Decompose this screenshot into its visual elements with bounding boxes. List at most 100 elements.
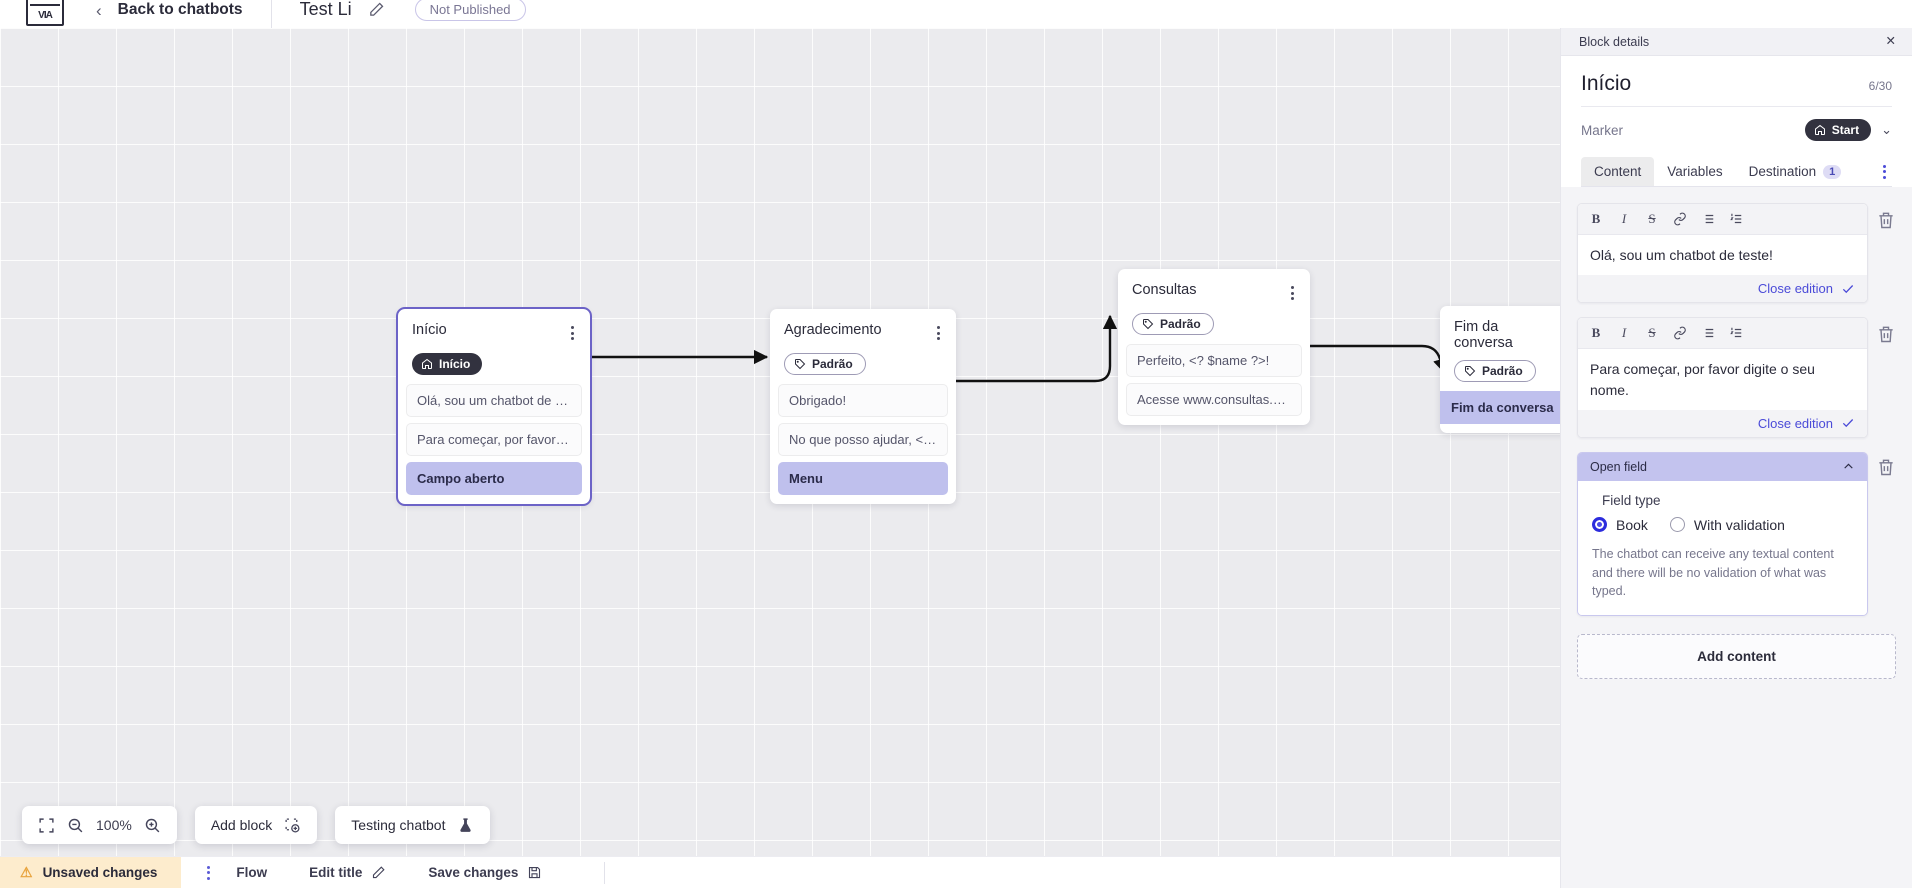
radio-book-icon[interactable] — [1592, 517, 1607, 533]
testing-chatbot-label: Testing chatbot — [351, 817, 446, 833]
tab-content[interactable]: Content — [1581, 157, 1655, 186]
editor-text[interactable]: Olá, sou um chatbot de teste! — [1578, 235, 1867, 276]
add-block-button[interactable]: Add block — [194, 806, 318, 844]
strikethrough-icon[interactable]: S — [1648, 325, 1656, 341]
close-icon[interactable]: ✕ — [1885, 34, 1896, 49]
close-edition-button[interactable]: Close edition — [1757, 281, 1833, 297]
status-bar: ⚠ Unsaved changes Flow Edit title Save c… — [0, 856, 1560, 888]
node-row[interactable]: Para começar, por favor digite o ... — [406, 423, 582, 456]
statusbar-menu-icon[interactable] — [207, 865, 211, 880]
node-badges: Padrão — [1440, 351, 1560, 391]
chevron-up-icon[interactable] — [1842, 460, 1855, 473]
bold-icon[interactable]: B — [1591, 325, 1601, 341]
node-row[interactable]: Perfeito, <? $name ?>! — [1126, 344, 1302, 377]
node-row[interactable]: No que posso ajudar, <? $name ... — [778, 423, 948, 456]
tag-icon — [1143, 319, 1154, 330]
bullet-list-icon[interactable] — [1694, 322, 1722, 344]
add-block-label: Add block — [210, 817, 273, 833]
tag-icon — [1465, 366, 1476, 377]
node-menu-icon[interactable] — [569, 322, 576, 344]
testing-chatbot-button[interactable]: Testing chatbot — [335, 806, 491, 844]
header-divider — [270, 0, 272, 28]
node-row[interactable]: Obrigado! — [778, 384, 948, 417]
node-badges: Início — [398, 344, 590, 384]
block-title-row: Início 6/30 — [1581, 56, 1892, 107]
zoom-in-icon[interactable] — [144, 817, 161, 834]
node-row[interactable]: Menu — [778, 462, 948, 495]
close-edition-button[interactable]: Close edition — [1757, 415, 1833, 431]
rich-text-editor[interactable]: B I S Para começar, por favor digite o s… — [1577, 317, 1868, 438]
via-logo-icon[interactable]: VIA — [26, 0, 64, 26]
open-field-header[interactable]: Open field — [1578, 452, 1867, 481]
italic-icon[interactable]: I — [1621, 325, 1627, 341]
back-to-chatbots-label: Back to chatbots — [117, 1, 243, 18]
node-menu-icon[interactable] — [1289, 282, 1296, 304]
node-header: Agradecimento — [770, 309, 956, 344]
rich-text-editor[interactable]: B I S Olá, sou um chatbot de teste! Clos… — [1577, 203, 1868, 304]
content-block: B I S Para começar, por favor digite o s… — [1577, 317, 1896, 438]
flow-node-consultas[interactable]: Consultas Padrão Perfeito, <? $name ?>! … — [1118, 269, 1310, 425]
bold-icon[interactable]: B — [1591, 211, 1601, 226]
open-field-card[interactable]: Open field Field type Book Wi — [1577, 451, 1868, 617]
fit-screen-icon[interactable] — [38, 817, 55, 834]
node-row[interactable]: Fim da conversa — [1440, 391, 1560, 424]
zoom-out-icon[interactable] — [67, 817, 84, 834]
delete-content-icon[interactable] — [1876, 209, 1896, 231]
numbered-list-icon[interactable] — [1722, 322, 1750, 344]
italic-icon[interactable]: I — [1621, 211, 1627, 226]
bullet-list-icon[interactable] — [1694, 208, 1722, 230]
add-content-button[interactable]: Add content — [1577, 634, 1896, 680]
badge-label: Padrão — [1482, 364, 1523, 378]
check-icon[interactable] — [1841, 282, 1855, 296]
delete-open-field-icon[interactable] — [1876, 456, 1896, 478]
node-row[interactable]: Acesse www.consultas.com par... — [1126, 383, 1302, 416]
edit-title-button[interactable]: Edit title — [309, 865, 386, 880]
flow-node-fim-da-conversa[interactable]: Fim da conversa Padrão Fim da conversa — [1440, 306, 1560, 433]
back-to-chatbots-button[interactable]: ‹ Back to chatbots — [96, 1, 243, 19]
radio-option-book[interactable]: Book — [1592, 517, 1648, 533]
flow-node-inicio[interactable]: Início Início Olá, sou um chatbot de tes… — [396, 307, 592, 506]
zoom-controls[interactable]: 100% — [22, 806, 177, 844]
badge-label: Padrão — [1160, 317, 1201, 331]
node-row[interactable]: Olá, sou um chatbot de teste! — [406, 384, 582, 417]
flow-button[interactable]: Flow — [236, 865, 267, 880]
delete-content-icon[interactable] — [1876, 323, 1896, 345]
node-header: Consultas — [1118, 269, 1310, 304]
node-rows: Perfeito, <? $name ?>! Acesse www.consul… — [1118, 344, 1310, 416]
check-icon[interactable] — [1841, 416, 1855, 430]
radio-option-with-validation[interactable]: With validation — [1669, 517, 1785, 533]
link-icon[interactable] — [1666, 322, 1694, 344]
edge-agradecimento-consultas — [956, 314, 1118, 383]
chevron-down-icon[interactable]: ⌄ — [1881, 122, 1892, 137]
numbered-list-icon[interactable] — [1722, 208, 1750, 230]
save-icon — [529, 866, 541, 879]
tab-destination-label: Destination — [1748, 164, 1817, 179]
node-row[interactable]: Campo aberto — [406, 462, 582, 495]
flow-canvas[interactable]: Início Início Olá, sou um chatbot de tes… — [0, 28, 1560, 856]
warning-icon: ⚠ — [20, 864, 33, 880]
node-title: Agradecimento — [784, 322, 882, 338]
top-header: VIA ‹ Back to chatbots Test Li Not Publi… — [0, 0, 1912, 28]
open-field-body: Field type Book With validation The — [1578, 480, 1867, 616]
save-changes-label: Save changes — [428, 865, 519, 880]
edit-pencil-icon[interactable] — [368, 1, 385, 18]
node-rows: Olá, sou um chatbot de teste! Para começ… — [398, 384, 590, 495]
badge-start: Início — [412, 353, 483, 375]
editor-text[interactable]: Para começar, por favor digite o seu nom… — [1578, 349, 1867, 410]
chevron-left-icon: ‹ — [96, 0, 102, 20]
panel-content-scroll[interactable]: B I S Olá, sou um chatbot de teste! Clos… — [1561, 187, 1912, 888]
status-badge: Not Published — [414, 0, 526, 21]
link-icon[interactable] — [1666, 208, 1694, 230]
flow-node-agradecimento[interactable]: Agradecimento Padrão Obrigado! No que po… — [770, 309, 956, 504]
tab-destination[interactable]: Destination 1 — [1736, 157, 1855, 186]
radio-with-validation-icon[interactable] — [1669, 517, 1685, 533]
strikethrough-icon[interactable]: S — [1648, 211, 1656, 226]
content-overflow-menu-icon[interactable] — [1877, 159, 1892, 185]
node-menu-icon[interactable] — [935, 322, 942, 344]
marker-control[interactable]: Start ⌄ — [1804, 119, 1892, 141]
tab-variables[interactable]: Variables — [1654, 157, 1735, 186]
marker-value-badge[interactable]: Start — [1804, 119, 1872, 141]
canvas-toolbar: 100% Add block Testing chatbot — [22, 806, 491, 844]
save-changes-button[interactable]: Save changes — [428, 865, 542, 880]
